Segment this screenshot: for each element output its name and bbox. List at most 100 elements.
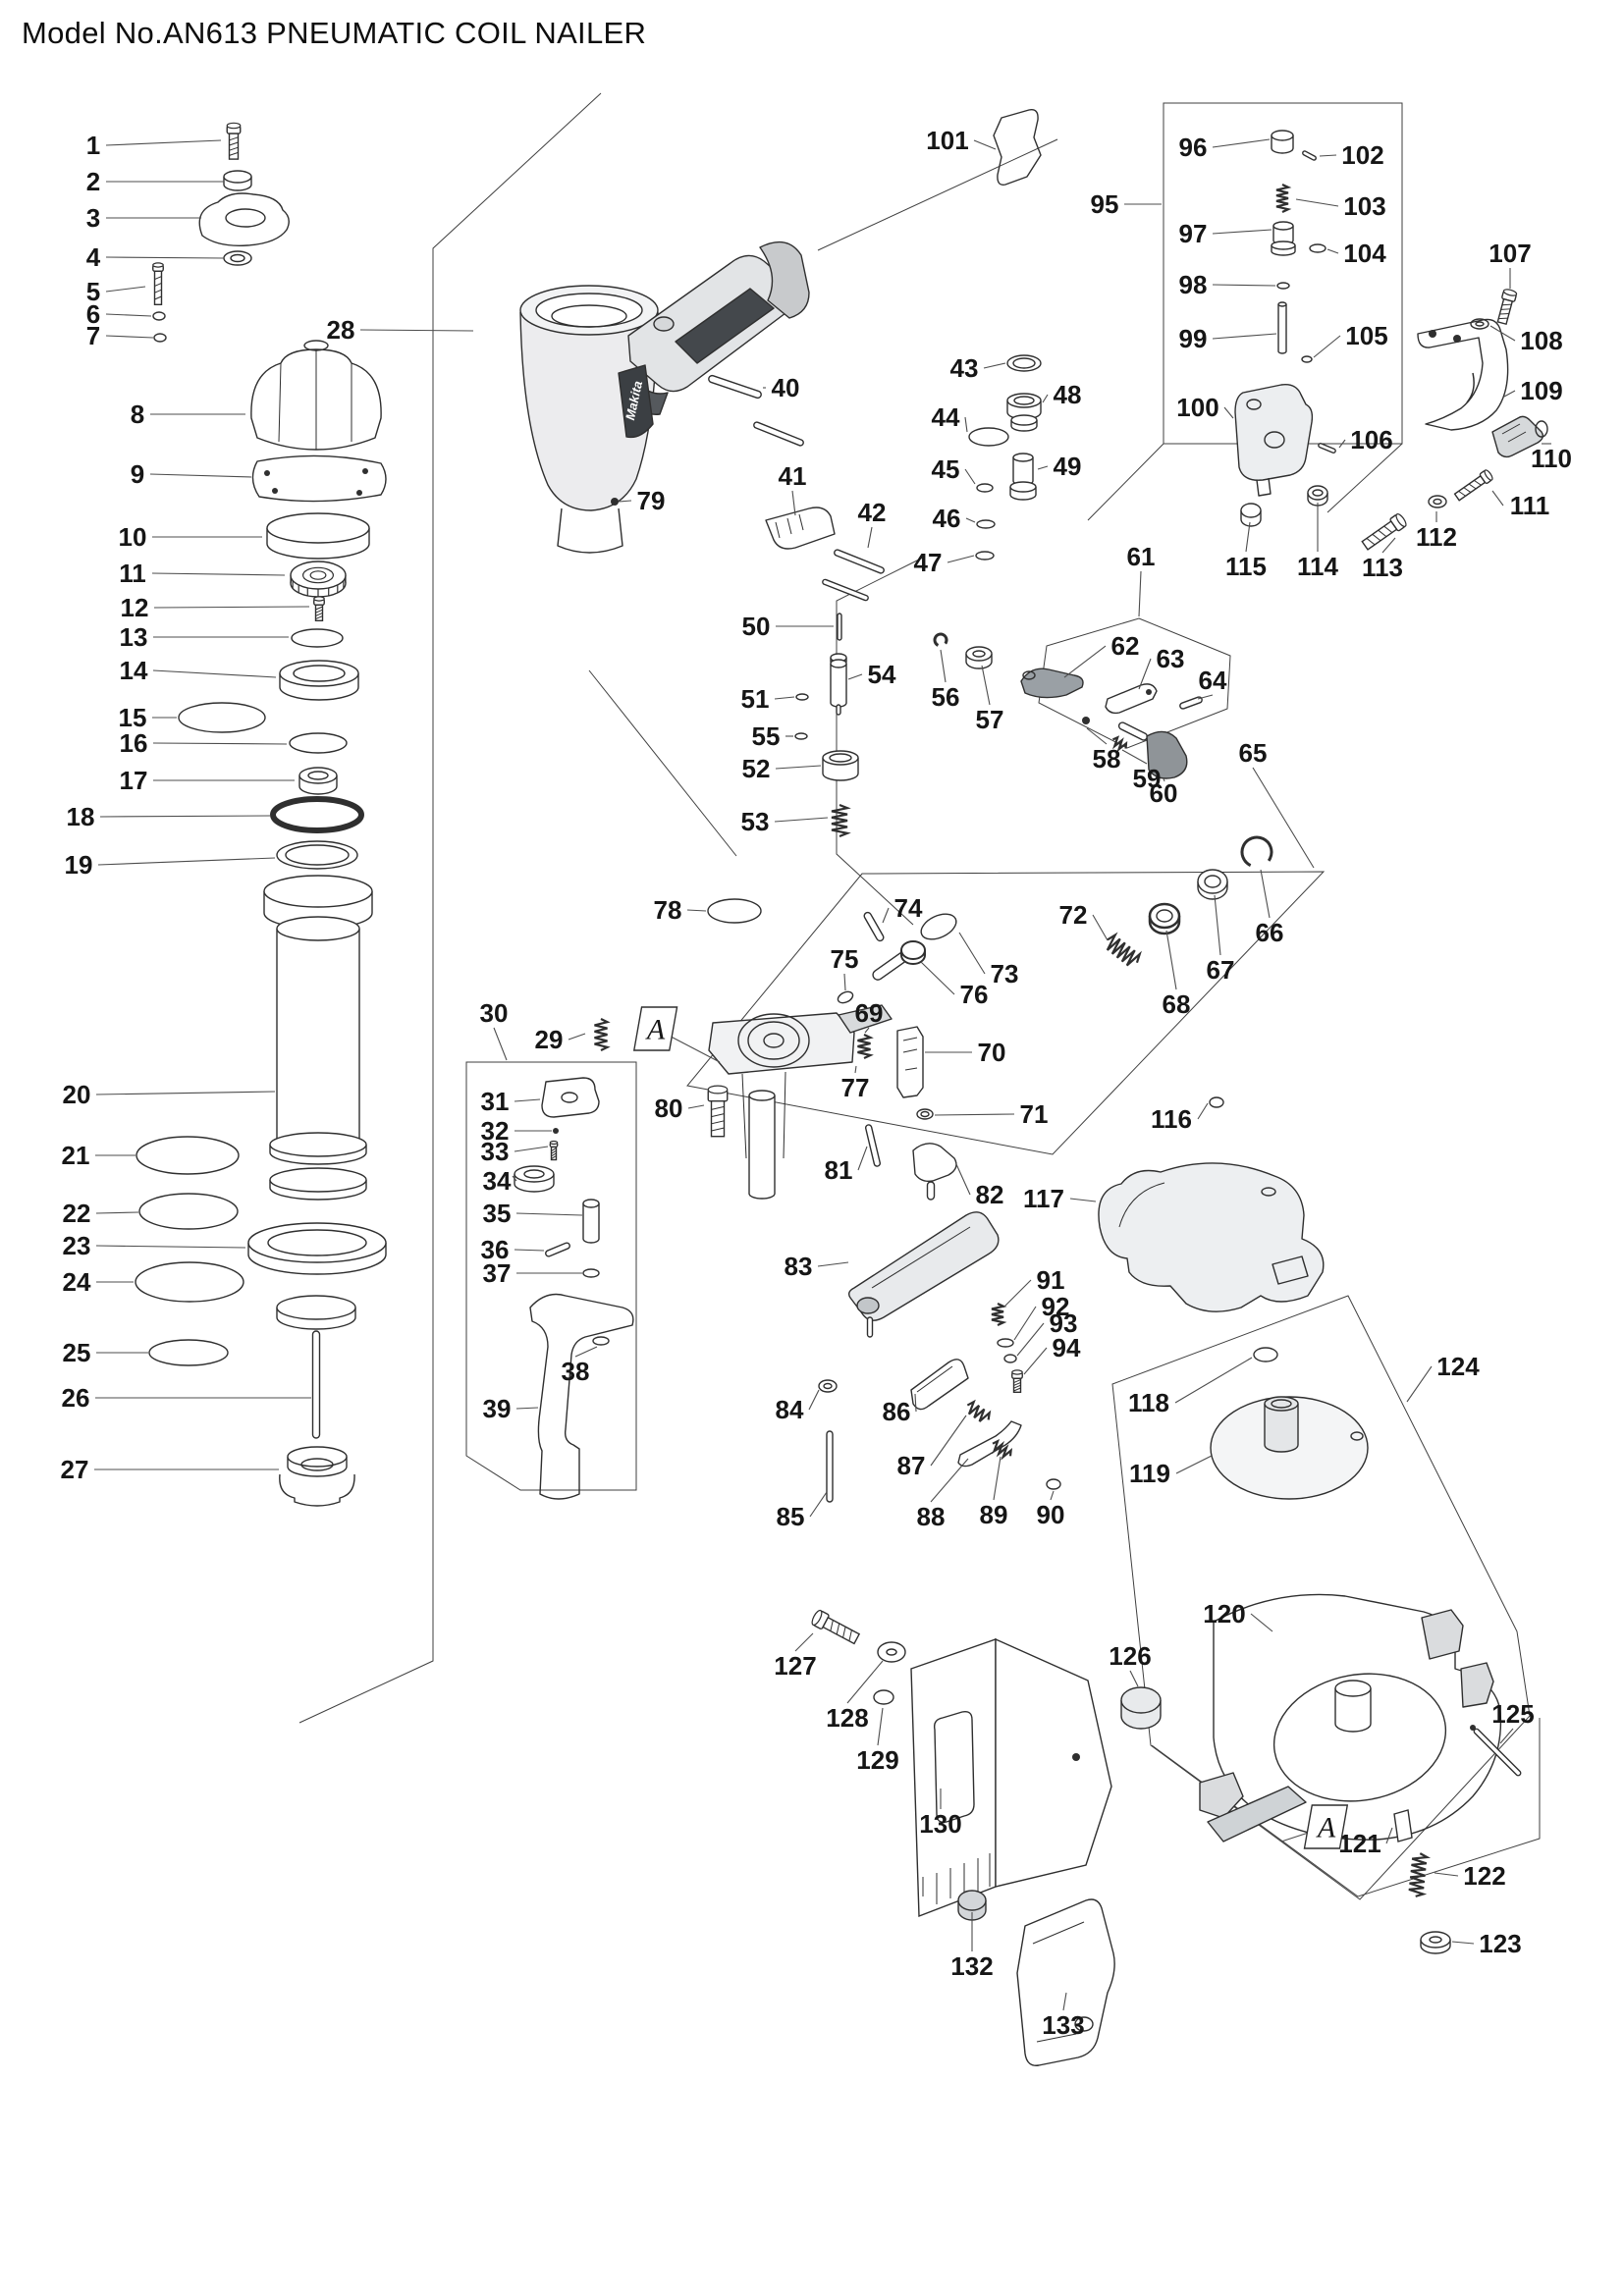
leader-line <box>964 416 968 433</box>
part-shape <box>871 1226 971 1289</box>
part-shape <box>1020 667 1084 699</box>
leader-line <box>1121 749 1148 765</box>
part-shape <box>910 1638 997 1918</box>
part-shape <box>765 507 836 550</box>
part-shape <box>1312 489 1324 497</box>
part-label-1: 1 <box>86 131 100 160</box>
part-shape <box>263 875 373 908</box>
part-label-43: 43 <box>950 353 979 383</box>
cluster-outline <box>1087 443 1164 521</box>
leader-line <box>794 1632 814 1652</box>
part-shape <box>976 483 994 493</box>
part-shape <box>900 940 926 960</box>
part-label-13: 13 <box>120 622 148 652</box>
part-shape <box>737 1013 810 1068</box>
leader-line <box>574 1346 598 1358</box>
part-label-104: 104 <box>1343 239 1386 268</box>
leader-line <box>1338 439 1346 449</box>
leader-line <box>857 1146 868 1171</box>
leader-line <box>1245 521 1251 553</box>
part-shape <box>1207 1786 1307 1842</box>
part-shape-pin <box>836 704 841 716</box>
part-shape <box>618 364 654 439</box>
part-shape <box>1016 1898 1115 2066</box>
part-label-25: 25 <box>63 1338 91 1367</box>
leader-line <box>1138 570 1142 617</box>
part-shape <box>269 1167 367 1193</box>
part-label-92: 92 <box>1042 1292 1070 1321</box>
leader-line <box>1223 406 1234 419</box>
part-label-109: 109 <box>1520 376 1562 405</box>
part-shape-spring <box>831 803 851 838</box>
part-shape <box>251 454 387 503</box>
part-label-20: 20 <box>63 1080 91 1109</box>
part-shape <box>523 1169 545 1179</box>
part-shape <box>829 753 852 763</box>
part-shape <box>1334 1680 1372 1697</box>
part-shape <box>1006 354 1042 372</box>
leader-line <box>149 473 252 478</box>
part-shape-screw <box>549 1140 559 1161</box>
part-shape <box>293 665 346 682</box>
part-label-45: 45 <box>932 454 960 484</box>
part-shape <box>1012 357 1036 369</box>
leader-line <box>847 673 863 680</box>
part-label-94: 94 <box>1053 1333 1081 1362</box>
part-shape <box>1475 321 1485 327</box>
part-shape <box>957 1890 987 1911</box>
leader-line <box>151 572 286 576</box>
part-label-30: 30 <box>480 998 509 1028</box>
part-shape-spring <box>966 1399 992 1422</box>
leader-line <box>359 329 474 332</box>
leader-line <box>1212 333 1277 340</box>
part-shape-pin <box>864 1124 882 1167</box>
part-shape <box>1246 399 1262 410</box>
part-label-66: 66 <box>1256 918 1284 947</box>
part-shape <box>741 1071 786 1159</box>
part-shape-spring <box>1106 932 1142 967</box>
part-shape <box>1420 1931 1451 1949</box>
svg-text:A: A <box>645 1014 666 1046</box>
part-shape-screw <box>707 1085 729 1138</box>
cluster-outline <box>298 92 602 1724</box>
part-shape <box>1271 240 1296 250</box>
leader-line <box>105 335 154 339</box>
part-shape <box>830 664 847 708</box>
part-label-122: 122 <box>1463 1861 1505 1891</box>
leader-line <box>493 1027 508 1061</box>
part-shape <box>529 1293 634 1500</box>
part-shape <box>976 519 996 529</box>
part-label-14: 14 <box>120 656 148 685</box>
leader-line <box>515 1407 539 1410</box>
part-label-70: 70 <box>978 1038 1006 1067</box>
leader-line <box>1174 1357 1253 1404</box>
part-shape <box>916 1108 934 1120</box>
part-shape-clip <box>933 632 948 648</box>
part-label-83: 83 <box>785 1252 813 1281</box>
part-label-119: 119 <box>1129 1459 1170 1488</box>
leader-line <box>1165 930 1177 990</box>
part-label-53: 53 <box>741 807 770 836</box>
part-shape <box>514 1165 555 1183</box>
part-shape <box>230 253 245 263</box>
part-shape-screw <box>1496 289 1518 326</box>
part-label-116: 116 <box>1151 1104 1192 1134</box>
part-label-67: 67 <box>1207 955 1235 985</box>
part-shape <box>557 507 623 554</box>
leader-line <box>808 1389 820 1411</box>
part-shape <box>223 250 252 266</box>
part-shape <box>1277 301 1287 307</box>
part-shape <box>1010 414 1038 426</box>
part-label-42: 42 <box>858 498 887 527</box>
part-shape <box>1098 1162 1325 1312</box>
part-shape <box>582 1268 600 1278</box>
part-shape <box>1417 318 1509 431</box>
part-shape <box>993 109 1042 186</box>
part-label-8: 8 <box>131 400 144 429</box>
part-label-71: 71 <box>1020 1099 1049 1129</box>
part-shape <box>1466 372 1475 403</box>
part-shape-pin <box>708 374 762 400</box>
part-shape <box>276 1295 356 1320</box>
part-shape <box>298 767 338 784</box>
part-shape <box>307 771 329 780</box>
